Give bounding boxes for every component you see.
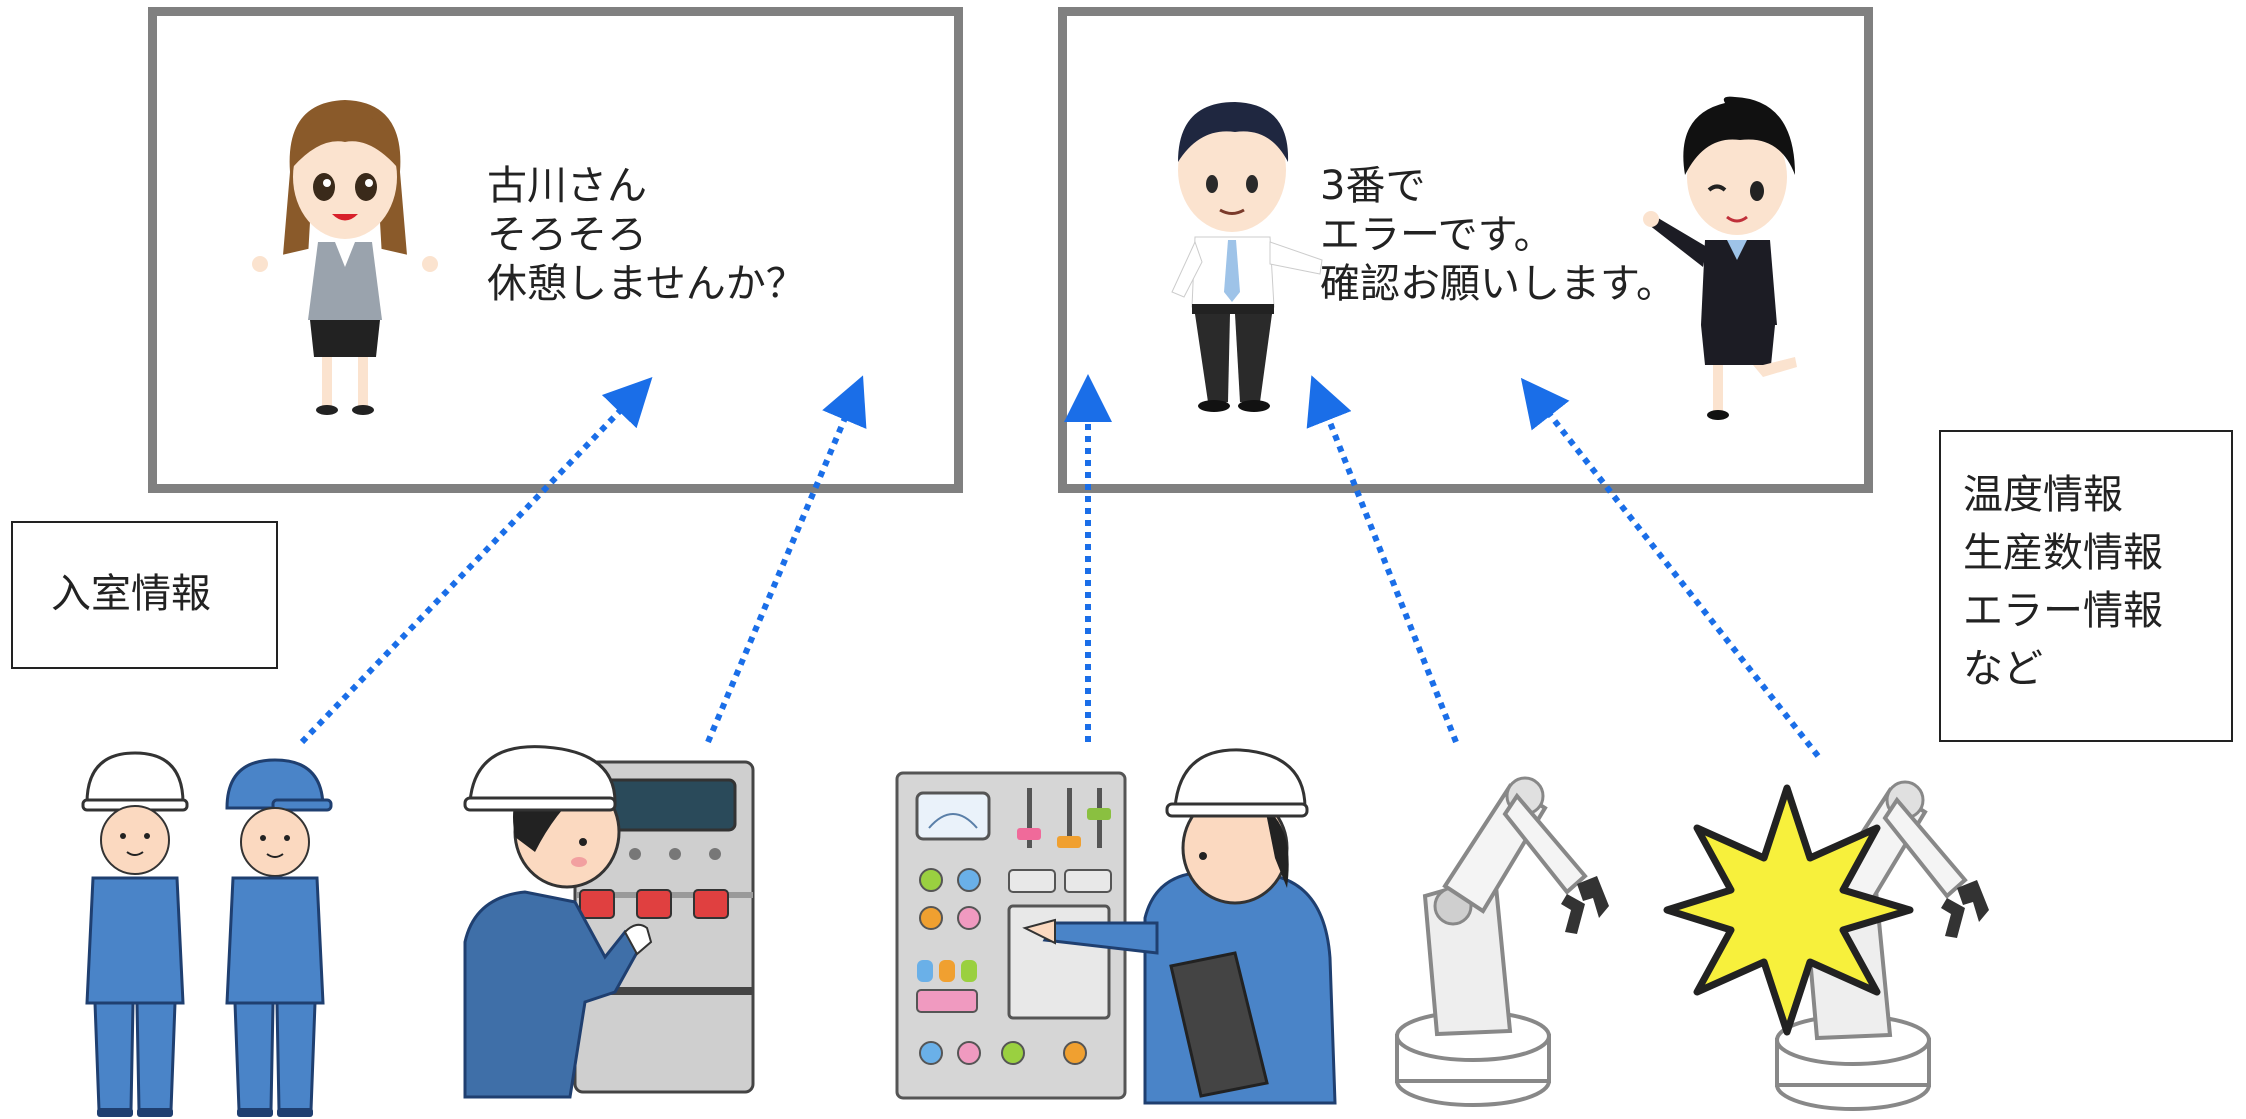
arrow [1306,375,1459,744]
operator-at-machine-icon [463,745,755,1099]
right-display-message: 3番で エラーです。 確認お願いします。 [1320,162,1676,309]
message-line: そろそろ [487,212,647,258]
avatar-man-icon [1171,102,1323,412]
arrow [705,375,867,744]
arrow [1520,377,1821,758]
avatar-woman-winking-icon [1643,96,1797,420]
error-burst [1663,784,1914,1036]
message-line: 3番で [1320,163,1426,209]
machine-info-line: エラー情報 [1963,588,2163,634]
message-line: エラーです。 [1320,212,1554,258]
workers-icon [81,751,333,1117]
arrow [299,377,653,745]
machine-info-line: など [1963,646,2043,692]
robot-arm-icon [1395,776,1609,1107]
message-line: 休憩しませんか？ [487,261,806,307]
operator-at-panel-icon [895,748,1337,1105]
room-info-text: 入室情報 [51,571,211,617]
room-info-label: 入室情報 [11,521,278,669]
machine-info-line: 温度情報 [1963,472,2123,518]
left-display-message: 古川さん そろそろ 休憩しませんか？ [487,162,806,309]
machine-info-label: 温度情報 生産数情報 エラー情報 など [1939,430,2233,742]
message-line: 確認お願いします。 [1320,261,1676,307]
avatar-woman-icon [252,100,438,415]
robot-arm-error-icon [1663,780,1989,1111]
message-line: 古川さん [487,163,647,209]
machine-info-line: 生産数情報 [1963,530,2163,576]
